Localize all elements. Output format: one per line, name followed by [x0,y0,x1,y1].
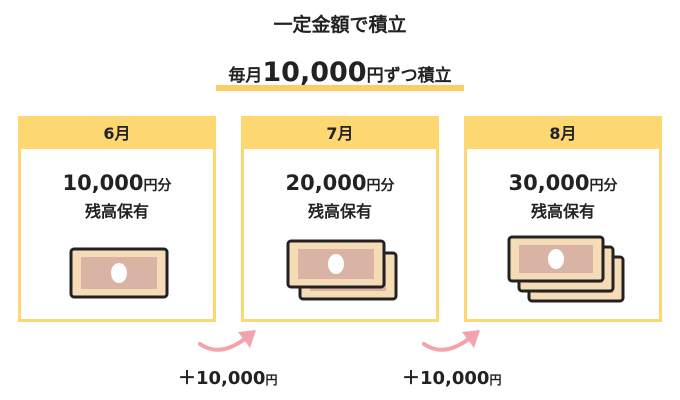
card-status: 残高保有 [84,202,149,221]
increment-amount: ＋10,000 [178,368,266,389]
banknote-icon [286,239,386,289]
banknote-icon [507,235,605,283]
card-amount-unit: 円分 [143,178,172,194]
card-status: 残高保有 [530,202,595,221]
card-amount-unit: 円分 [589,178,618,194]
subtitle-banner: 毎月10,000円ずつ積立 [0,56,680,93]
card-amount-value: 30,000 [508,171,590,195]
increment-unit: 円 [265,373,278,387]
increment-label: ＋10,000円 [402,364,501,390]
month-card-july: 7月 20,000円分 残高保有 [241,116,439,322]
banknote-stack-icon [69,247,169,299]
card-month-label: 8月 [467,119,659,149]
subtitle: 毎月10,000円ずつ積立 [216,56,464,93]
card-amount: 30,000円分 [467,171,659,195]
banknote-icon [69,247,169,299]
card-amount: 10,000円分 [21,171,213,195]
card-month-label: 7月 [244,119,436,149]
card-status: 残高保有 [307,202,372,221]
banknote-stack-icon [286,239,398,301]
subtitle-prefix: 毎月 [228,66,263,86]
card-amount-value: 10,000 [62,171,144,195]
increment-unit: 円 [489,373,502,387]
card-amount-unit: 円分 [366,178,395,194]
card-amount-value: 20,000 [285,171,367,195]
card-month-label: 6月 [21,119,213,149]
page-title: 一定金額で積立 [273,14,407,36]
card-amount: 20,000円分 [244,171,436,195]
curved-arrow-icon [198,330,256,352]
increment-amount: ＋10,000 [402,368,490,389]
banknote-stack-icon [507,235,625,303]
subtitle-suffix: 円ずつ積立 [366,66,452,86]
month-card-august: 8月 30,000円分 残高保有 [464,116,662,322]
increment-label: ＋10,000円 [178,364,277,390]
curved-arrow-icon [422,330,480,352]
subtitle-amount: 10,000 [262,57,367,88]
month-card-june: 6月 10,000円分 残高保有 [18,116,216,322]
